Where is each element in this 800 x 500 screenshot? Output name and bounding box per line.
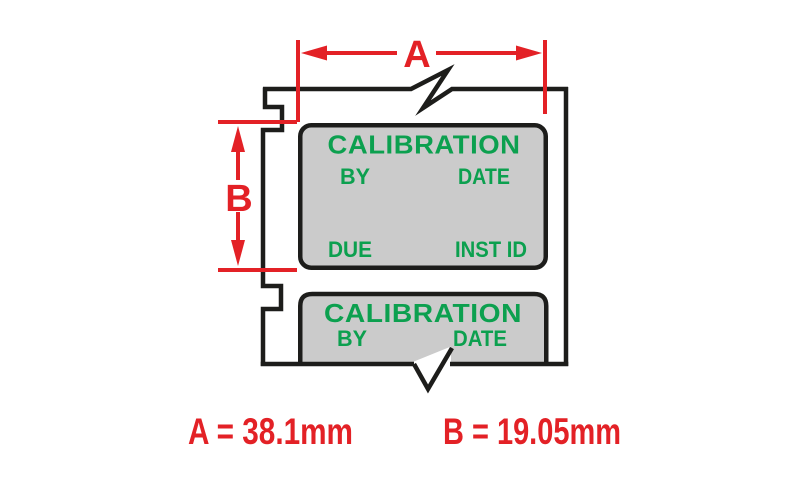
label-bottom-field-by: BY — [337, 326, 367, 351]
label-bottom-title: CALIBRATION — [324, 298, 522, 328]
label-top-field-due: DUE — [328, 237, 372, 262]
label-top-field-inst-id: INST ID — [455, 237, 527, 262]
label-top-field-by: BY — [340, 164, 370, 189]
dim-a-arrow-left-icon — [301, 45, 327, 61]
liner-left-edge-notched — [260, 87, 285, 366]
dim-b-arrow-up-icon — [231, 126, 245, 152]
dim-a-arrow-right-icon — [516, 45, 542, 61]
dim-a-value: A = 38.1mm — [188, 411, 353, 452]
label-bottom-field-date: DATE — [453, 326, 507, 351]
label-top-field-date: DATE — [458, 164, 510, 189]
liner-top-edge-break — [263, 64, 568, 116]
dim-b-value: B = 19.05mm — [443, 411, 621, 452]
liner-bottom-edge-break — [412, 346, 454, 394]
dim-b-arrow-down-icon — [231, 240, 245, 266]
calibration-label-top — [298, 123, 548, 270]
calibration-label-bottom — [298, 291, 549, 366]
dim-a-letter: A — [403, 34, 430, 76]
label-top-title: CALIBRATION — [328, 130, 521, 160]
dim-b-letter: B — [225, 178, 252, 220]
